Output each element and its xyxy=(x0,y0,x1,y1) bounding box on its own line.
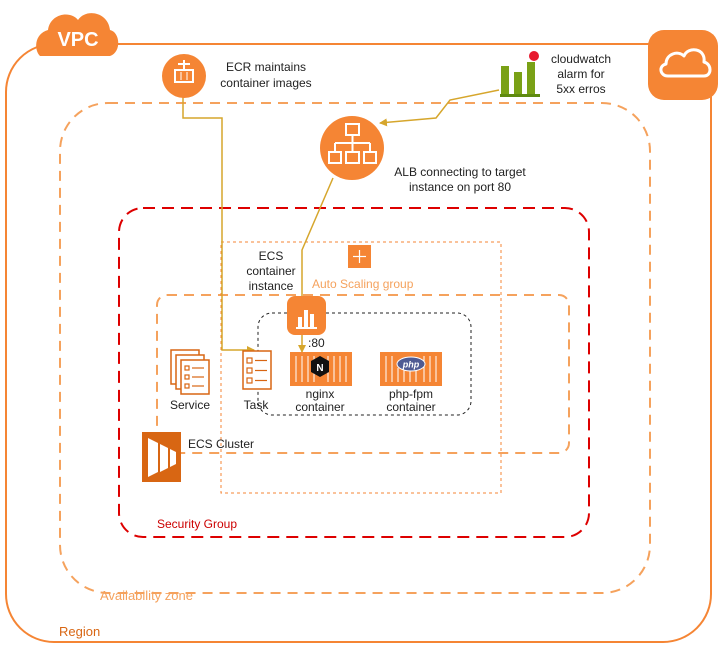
ecs-instance-icon xyxy=(287,296,326,335)
auto-scaling-group-label: Auto Scaling group xyxy=(312,277,414,291)
cloudwatch-icon xyxy=(500,51,540,97)
nginx-label-line2: container xyxy=(295,400,344,414)
alb-icon xyxy=(320,116,384,180)
ecs-cluster-boundary xyxy=(156,294,570,454)
nginx-label-line1: nginx xyxy=(306,387,335,401)
task-icon xyxy=(242,350,272,390)
ecr-icon xyxy=(162,54,206,98)
alarm-indicator xyxy=(529,51,539,61)
availability-zone-label: Availability zone xyxy=(100,588,193,603)
availability-zone-boundary xyxy=(59,102,651,594)
alb-label-line1: ALB connecting to target xyxy=(394,165,526,179)
vpc-badge-label: VPC xyxy=(57,29,98,51)
ecs-instance-label-line1: ECS xyxy=(259,249,284,263)
ecr-to-task-arrow xyxy=(182,97,255,354)
ecs-instance-label-line3: instance xyxy=(249,279,294,293)
nginx-logo xyxy=(311,356,329,377)
ecs-instance-port: :80 xyxy=(308,336,325,350)
security-group-boundary xyxy=(118,207,590,538)
cloud-icon xyxy=(659,48,712,78)
cloudwatch-to-alb-arrow xyxy=(379,89,500,127)
service-label: Service xyxy=(170,398,210,412)
php-logo xyxy=(396,356,426,372)
region-label: Region xyxy=(59,624,100,639)
ecs-instance-label-line2: container xyxy=(246,264,295,278)
aws-cloud-badge xyxy=(648,30,718,100)
cloudwatch-label-line1: cloudwatch xyxy=(551,52,611,66)
security-group-label: Security Group xyxy=(157,517,237,531)
php-label-line1: php-fpm xyxy=(389,387,433,401)
php-label-line2: container xyxy=(386,400,435,414)
nginx-container-icon: N xyxy=(290,352,352,386)
region-boundary xyxy=(5,43,712,643)
ecs-cluster-label: ECS Cluster xyxy=(188,437,254,451)
cloudwatch-label-line2: alarm for xyxy=(557,67,604,81)
ecr-label-line1: ECR maintains xyxy=(226,60,306,74)
ecs-cluster-icon xyxy=(142,432,181,482)
aws-cloud-badge-bg xyxy=(648,30,718,100)
ecr-label-line2: container images xyxy=(220,76,311,90)
nginx-logo-text: N xyxy=(316,363,323,374)
task-label: Task xyxy=(244,398,270,412)
php-logo-text: php xyxy=(402,360,420,370)
php-container-icon: php xyxy=(380,352,442,386)
auto-scaling-group-boundary xyxy=(220,241,502,494)
vpc-badge: VPC xyxy=(36,13,119,56)
auto-scaling-icon xyxy=(348,245,371,268)
vpc-cloud-shape xyxy=(36,13,119,56)
cloudwatch-label-line3: 5xx erros xyxy=(556,82,605,96)
service-icon xyxy=(170,349,210,395)
alb-label-line2: instance on port 80 xyxy=(409,180,511,194)
